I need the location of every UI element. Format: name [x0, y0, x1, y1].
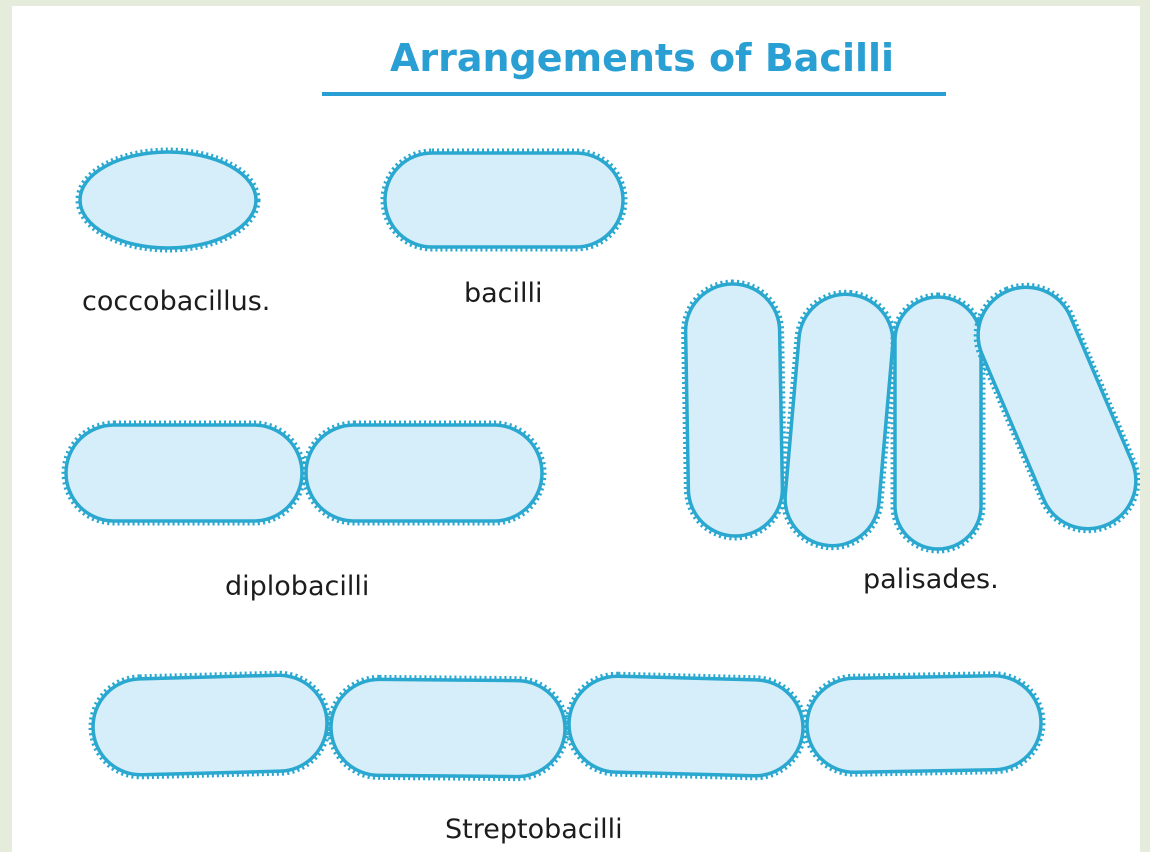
palisade-cell-4: [963, 272, 1140, 543]
label-palisades: palisades.: [863, 564, 999, 595]
coccobacillus-cell: [80, 152, 256, 248]
palisade-cell-1: [685, 283, 783, 537]
diplobacillus-cell-1: [66, 425, 302, 521]
streptobacillus-cell-4: [806, 675, 1042, 773]
label-bacilli: bacilli: [464, 278, 543, 309]
label-streptobacilli: Streptobacilli: [445, 814, 623, 845]
bacillus-cell: [385, 153, 623, 247]
label-coccobacillus: coccobacillus.: [82, 286, 270, 317]
streptobacillus-cell-1: [92, 674, 328, 776]
bacteria-illustration: [12, 6, 1140, 852]
palisade-cell-3: [895, 297, 981, 549]
label-diplobacilli: diplobacilli: [225, 571, 369, 602]
palisade-cell-2: [781, 290, 897, 549]
streptobacillus-cell-2: [331, 679, 566, 777]
diplobacillus-cell-2: [306, 425, 542, 521]
diagram-canvas: Arrangements of Bacilli coccobacillus. b…: [12, 6, 1140, 852]
streptobacillus-cell-3: [568, 675, 804, 777]
